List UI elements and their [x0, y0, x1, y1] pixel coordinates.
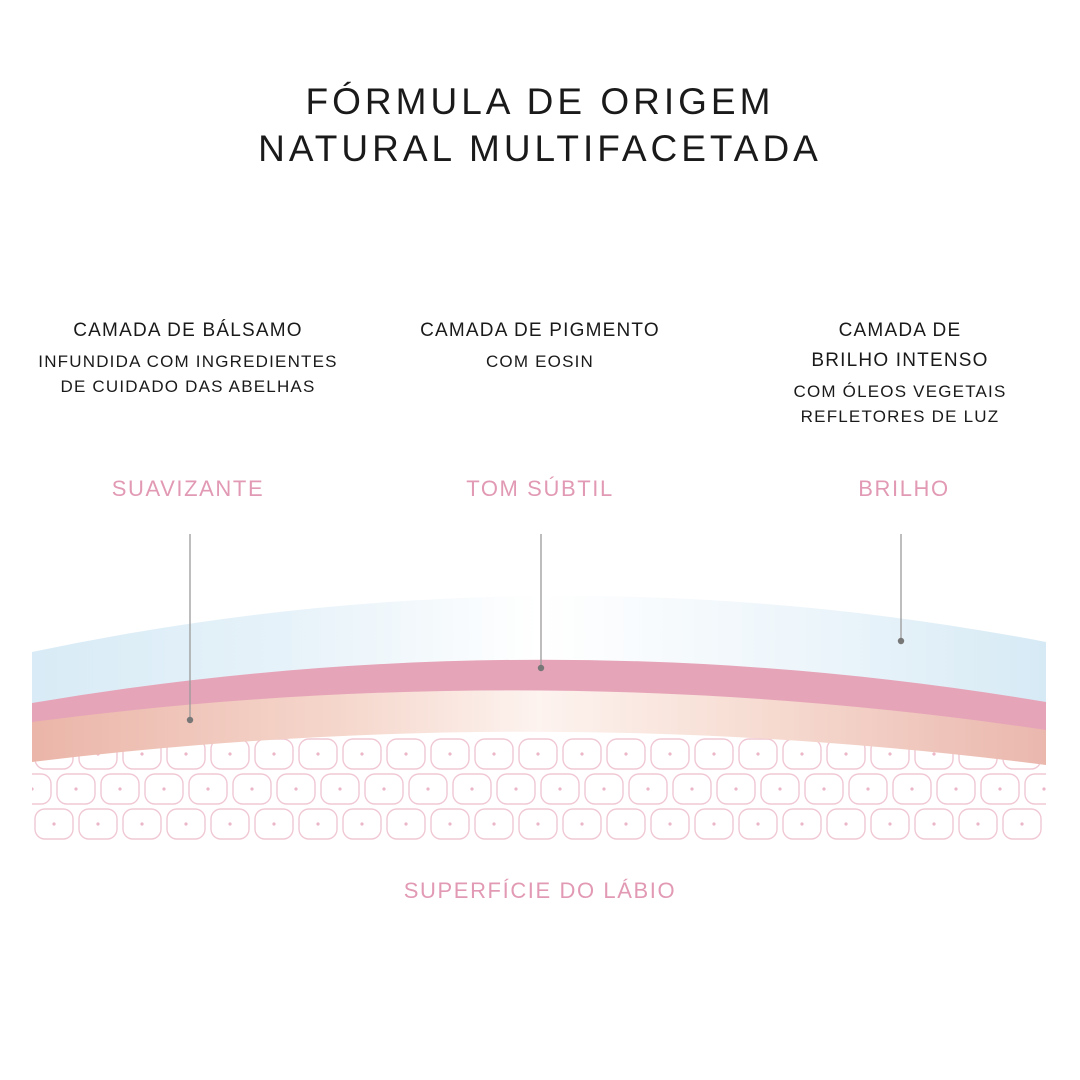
gloss-description-line-1: COM ÓLEOS VEGETAIS	[793, 382, 1007, 401]
benefit-brilho: BRILHO	[858, 476, 950, 501]
pigment-description-line-1: COM EOSIN	[485, 352, 595, 371]
balm-layer-band	[32, 688, 1046, 765]
pointer-balm	[186, 534, 194, 724]
gloss-description-line-2: REFLETORES DE LUZ	[800, 407, 1000, 426]
gloss-layer-callout: CAMADA DE BRILHO INTENSO COM ÓLEOS VEGET…	[740, 316, 1060, 429]
lip-cross-section	[32, 595, 1046, 840]
diagram-title: FÓRMULA DE ORIGEM NATURAL MULTIFACETADA	[0, 78, 1080, 172]
benefit-suavizante: SUAVIZANTE	[111, 476, 265, 501]
balm-description-line-2: DE CUIDADO DAS ABELHAS	[60, 377, 316, 396]
lip-cells	[32, 736, 1046, 840]
gloss-heading-line-1: CAMADA DE	[838, 320, 962, 341]
pigment-layer-heading: CAMADA DE PIGMENTO	[420, 320, 660, 341]
balm-description-line-1: INFUNDIDA COM INGREDIENTES	[38, 352, 338, 371]
benefit-tom-subtil: TOM SÚBTIL	[466, 476, 614, 501]
balm-layer-heading: CAMADA DE BÁLSAMO	[73, 320, 303, 341]
title-line-2: NATURAL MULTIFACETADA	[258, 128, 822, 169]
lip-surface-label: SUPERFÍCIE DO LÁBIO	[403, 878, 677, 903]
pointer-gloss	[897, 534, 905, 645]
gloss-layer-description: COM ÓLEOS VEGETAIS REFLETORES DE LUZ	[740, 379, 1060, 429]
balm-layer-callout: CAMADA DE BÁLSAMO INFUNDIDA COM INGREDIE…	[10, 316, 366, 399]
pigment-layer-callout: CAMADA DE PIGMENTO COM EOSIN	[360, 316, 720, 374]
pigment-layer-band	[32, 657, 1046, 730]
pigment-layer-description: COM EOSIN	[360, 349, 720, 374]
gloss-layer-heading: CAMADA DE BRILHO INTENSO	[740, 316, 1060, 376]
pointer-pigment	[537, 534, 545, 672]
balm-layer-description: INFUNDIDA COM INGREDIENTES DE CUIDADO DA…	[10, 349, 366, 399]
gloss-layer-band	[32, 595, 1046, 703]
gloss-heading-line-2: BRILHO INTENSO	[811, 350, 989, 371]
title-line-1: FÓRMULA DE ORIGEM	[305, 81, 775, 122]
